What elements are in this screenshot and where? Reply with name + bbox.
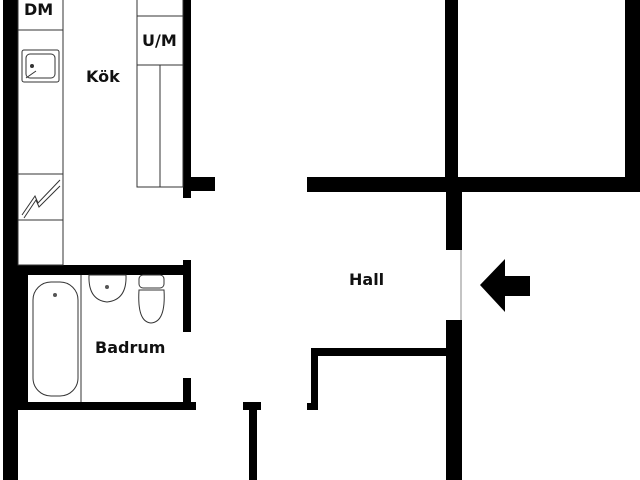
stove-icon	[21, 179, 61, 219]
lower-wall-v	[249, 402, 257, 480]
toilet-icon	[138, 274, 165, 324]
walls	[3, 0, 640, 480]
hall-wall-upper	[446, 190, 462, 250]
kitchen-wall-right	[183, 0, 191, 198]
counter-left	[17, 0, 64, 266]
bathroom-label: Badrum	[95, 338, 165, 357]
oven-microwave-label: U/M	[142, 31, 177, 50]
hall-wall-lower	[446, 320, 462, 480]
entrance-arrow-icon	[480, 259, 530, 312]
bathroom-wall-top	[18, 265, 190, 275]
bathtub-icon	[32, 281, 79, 397]
washbasin-icon	[88, 274, 127, 303]
dishwasher-label: DM	[24, 0, 53, 19]
outer-wall-left	[3, 0, 18, 480]
room-divider-wall	[445, 0, 458, 180]
kitchen-wall-stub	[183, 177, 215, 191]
bathroom-wall-right-lower	[183, 378, 191, 410]
hall-partition-foot	[307, 403, 318, 410]
upper-horizontal-wall	[307, 177, 640, 192]
upper-right-wall	[625, 0, 640, 180]
sink-icon	[21, 49, 60, 83]
hall-partition-h	[311, 348, 446, 356]
kitchen-counters	[17, 0, 184, 266]
hall-label: Hall	[349, 270, 384, 289]
hall-partition-v	[311, 348, 318, 410]
bathroom-wall-right-upper	[183, 260, 191, 332]
bathroom-wall-bottom	[18, 402, 196, 410]
bathroom-fixtures	[32, 274, 165, 402]
bathroom-wall-left	[18, 270, 28, 405]
kitchen-label: Kök	[86, 67, 120, 86]
